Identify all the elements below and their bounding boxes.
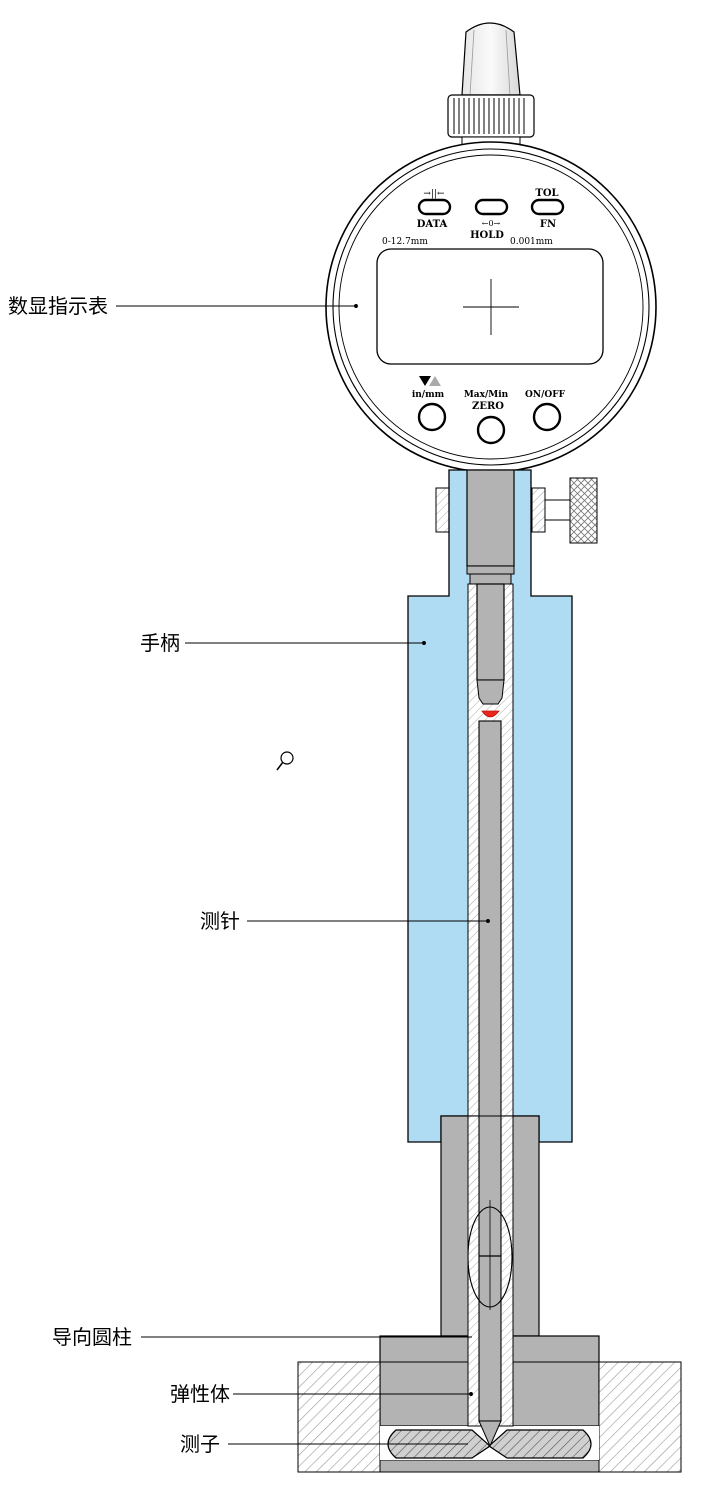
label-elastic-body: 弹性体	[170, 1382, 230, 1406]
label-handle: 手柄	[140, 631, 180, 655]
probe-needle	[478, 720, 502, 1448]
unit-label: in/mm	[412, 390, 445, 400]
dial-cap	[447, 22, 535, 146]
lcd-display	[376, 248, 604, 365]
resolution-label: 0.001mm	[510, 237, 553, 247]
magnifier-icon	[276, 751, 294, 771]
onoff-button[interactable]	[532, 402, 562, 432]
maxmin-label: Max/Min	[464, 390, 509, 400]
zero-label: ZERO	[472, 401, 504, 412]
zero-button[interactable]	[476, 415, 506, 445]
label-probe-needle: 测针	[200, 909, 240, 933]
contact-point	[481, 710, 500, 718]
hold-button[interactable]	[474, 198, 509, 216]
range-label: 0-12.7mm	[382, 237, 428, 247]
tol-label: TOL	[535, 188, 558, 199]
label-guide-cylinder: 导向圆柱	[52, 1325, 132, 1349]
onoff-label: ON/OFF	[525, 390, 566, 400]
data-label: DATA	[417, 219, 448, 230]
data-symbol-label: →||←	[423, 189, 445, 199]
tol-fn-button[interactable]	[530, 198, 565, 216]
triangle-down-icon	[419, 376, 431, 386]
unit-button[interactable]	[417, 402, 447, 432]
hold-label: HOLD	[470, 230, 504, 241]
label-indicator: 数显指示表	[8, 294, 108, 318]
elastic-ring	[467, 1206, 513, 1308]
data-button[interactable]	[417, 198, 452, 216]
digital-indicator: →||← DATA ←0→ HOLD TOL FN 0-12.7mm 0.001…	[325, 141, 657, 473]
indicator-spindle	[466, 469, 515, 718]
label-gauge-head: 测子	[180, 1432, 220, 1456]
triangle-up-icon	[429, 376, 441, 386]
fn-label: FN	[540, 219, 556, 230]
hold-symbol-label: ←0→	[482, 219, 501, 228]
leader-lines	[116, 304, 490, 1445]
clamp-screw	[435, 477, 598, 544]
